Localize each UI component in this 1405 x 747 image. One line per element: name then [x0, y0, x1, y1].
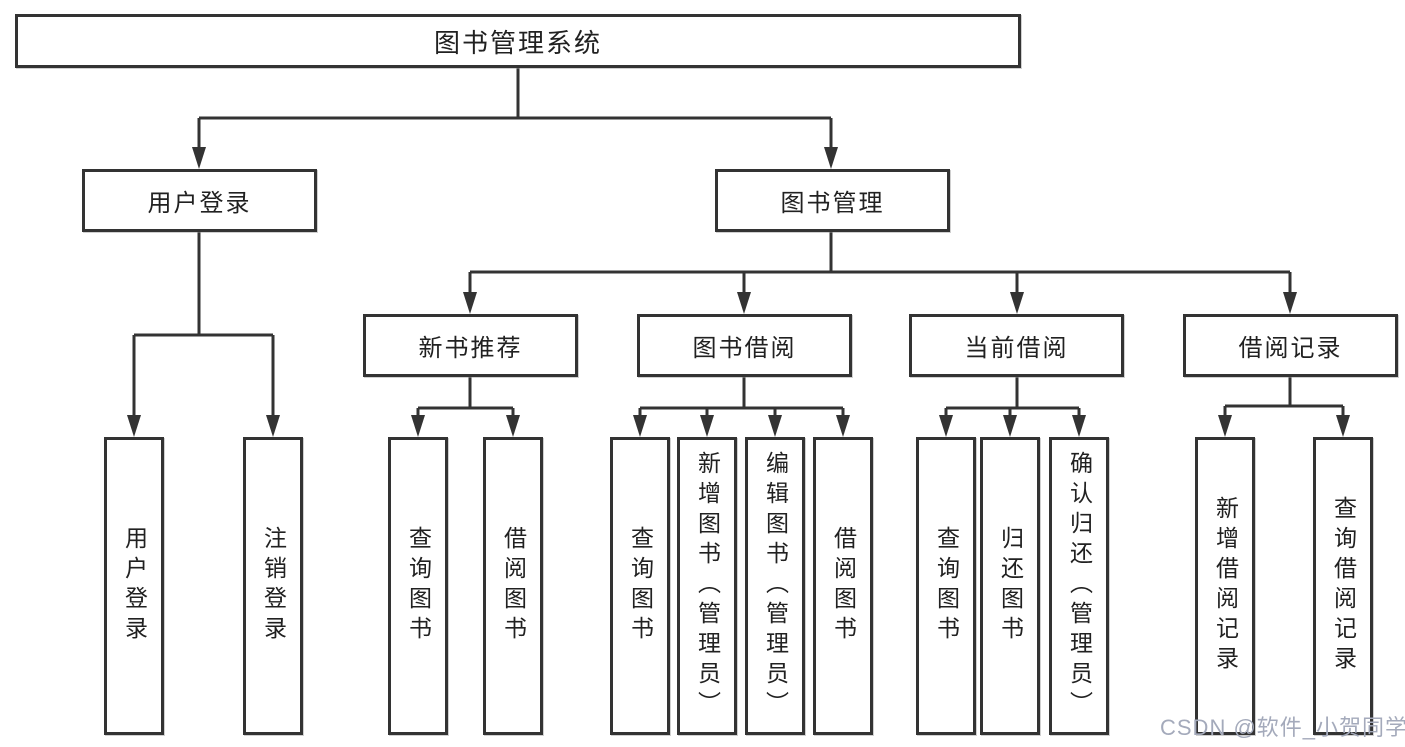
- leaf-query-books-current: 查询图书: [916, 437, 976, 735]
- node-root: 图书管理系统: [15, 14, 1021, 68]
- node-book-management-label: 图书管理: [780, 190, 885, 217]
- leaf-query-borrow-record-label: 查询借阅记录: [1330, 496, 1357, 676]
- node-user-login: 用户登录: [82, 169, 317, 232]
- leaf-add-book-admin-label: 新增图书（管理员）: [694, 451, 721, 721]
- leaf-edit-book-admin-label: 编辑图书（管理员）: [762, 451, 789, 721]
- leaf-query-books-borrow: 查询图书: [610, 437, 670, 735]
- node-borrow-records: 借阅记录: [1183, 314, 1398, 377]
- leaf-query-books-current-label: 查询图书: [933, 526, 960, 646]
- node-user-login-label: 用户登录: [147, 190, 252, 217]
- leaf-query-books-recommend: 查询图书: [388, 437, 448, 735]
- node-current-borrow-label: 当前借阅: [964, 335, 1069, 362]
- leaf-query-borrow-record: 查询借阅记录: [1313, 437, 1373, 735]
- leaf-confirm-return-admin: 确认归还（管理员）: [1049, 437, 1109, 735]
- node-current-borrow: 当前借阅: [909, 314, 1124, 377]
- leaf-return-book-label: 归还图书: [997, 526, 1024, 646]
- leaf-borrow-books-recommend: 借阅图书: [483, 437, 543, 735]
- leaf-return-book: 归还图书: [980, 437, 1040, 735]
- leaf-confirm-return-admin-label: 确认归还（管理员）: [1066, 451, 1093, 721]
- arrowheads: [127, 147, 1350, 437]
- leaf-query-books-recommend-label: 查询图书: [405, 526, 432, 646]
- leaf-edit-book-admin: 编辑图书（管理员）: [745, 437, 805, 735]
- leaf-user-login: 用户登录: [104, 437, 164, 735]
- node-root-label: 图书管理系统: [433, 27, 602, 58]
- leaf-add-borrow-record-label: 新增借阅记录: [1212, 496, 1239, 676]
- leaf-borrow-books-label: 借阅图书: [830, 526, 857, 646]
- node-book-borrow-label: 图书借阅: [692, 335, 797, 362]
- node-new-book-recommend-label: 新书推荐: [418, 335, 523, 362]
- leaf-user-login-label: 用户登录: [121, 526, 148, 646]
- node-book-borrow: 图书借阅: [637, 314, 852, 377]
- leaf-borrow-books-recommend-label: 借阅图书: [500, 526, 527, 646]
- leaf-logout-label: 注销登录: [260, 526, 287, 646]
- watermark-text: CSDN @软件_小贺同学: [1160, 715, 1405, 740]
- node-book-management: 图书管理: [715, 169, 950, 232]
- leaf-query-books-borrow-label: 查询图书: [627, 526, 654, 646]
- leaf-logout: 注销登录: [243, 437, 303, 735]
- node-borrow-records-label: 借阅记录: [1238, 335, 1343, 362]
- node-new-book-recommend: 新书推荐: [363, 314, 578, 377]
- leaf-add-book-admin: 新增图书（管理员）: [677, 437, 737, 735]
- leaf-borrow-books: 借阅图书: [813, 437, 873, 735]
- leaf-add-borrow-record: 新增借阅记录: [1195, 437, 1255, 735]
